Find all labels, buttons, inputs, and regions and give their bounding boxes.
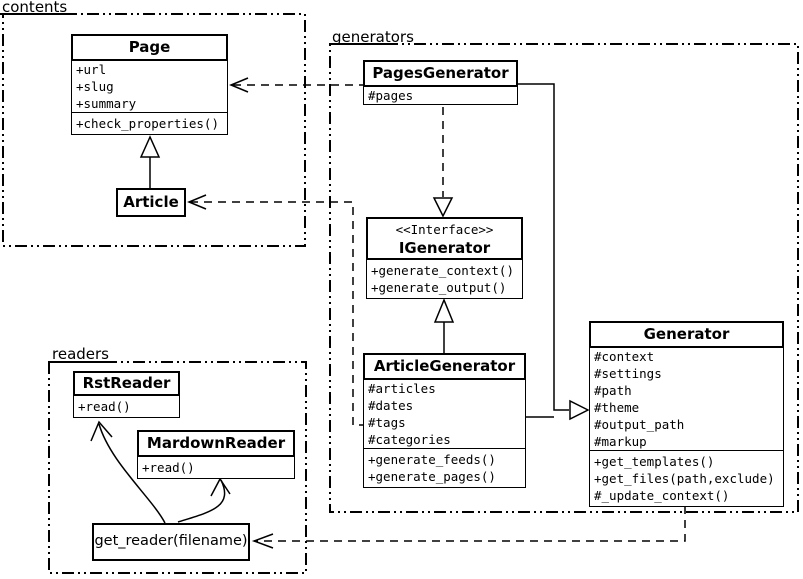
class-mardownreader-name: MardownReader	[137, 430, 295, 457]
edge-articlegenerator-depends-article	[187, 194, 363, 426]
edge-getreader-to-rstreader	[90, 420, 166, 524]
class-mardownreader: MardownReader +read()	[137, 430, 295, 479]
edge-generators-inherit-generator	[518, 83, 590, 421]
method: +get_files(path,exclude)	[594, 471, 775, 486]
method: #_update_context()	[594, 488, 730, 503]
package-label-readers: readers	[52, 345, 109, 363]
class-pagesgenerator-attributes: #pages	[363, 87, 518, 105]
class-igenerator-methods: +generate_context() +generate_output()	[366, 260, 523, 299]
edge-pagesgenerator-depends-page	[229, 77, 363, 93]
attribute: #markup	[594, 434, 647, 449]
class-igenerator-name: <<Interface>> IGenerator	[366, 217, 523, 260]
attribute: #articles	[368, 381, 436, 396]
method: +generate_pages()	[368, 469, 496, 484]
attribute: #categories	[368, 432, 451, 447]
method: +get_templates()	[594, 454, 715, 469]
method: +generate_context()	[371, 263, 514, 278]
method: +check_properties()	[76, 116, 219, 131]
node-get-reader: get_reader(filename)	[92, 523, 250, 561]
class-articlegenerator: ArticleGenerator #articles #dates #tags …	[363, 353, 526, 488]
class-generator-attributes: #context #settings #path #theme #output_…	[589, 348, 784, 451]
attribute: #settings	[594, 366, 662, 381]
class-page-methods: +check_properties()	[71, 113, 228, 135]
class-article-name: Article	[116, 188, 186, 217]
attribute: #tags	[368, 415, 406, 430]
attribute: #context	[594, 349, 655, 364]
attribute: +summary	[76, 96, 137, 111]
attribute: #theme	[594, 400, 640, 415]
class-rstreader-methods: +read()	[73, 396, 180, 418]
package-label-generators: generators	[332, 28, 414, 46]
method: +generate_output()	[371, 280, 507, 295]
class-articlegenerator-methods: +generate_feeds() +generate_pages()	[363, 449, 526, 488]
class-page: Page +url +slug +summary +check_properti…	[71, 34, 228, 135]
attribute: +slug	[76, 79, 114, 94]
class-generator-name: Generator	[589, 321, 784, 348]
package-label-contents: contents	[2, 0, 68, 16]
edge-getreader-to-mardownreader	[177, 477, 231, 523]
class-igenerator: <<Interface>> IGenerator +generate_conte…	[366, 217, 523, 299]
class-rstreader: RstReader +read()	[73, 371, 180, 418]
class-page-name: Page	[71, 34, 228, 61]
attribute: #output_path	[594, 417, 685, 432]
edge-pagesgenerator-realizes-igenerator	[432, 107, 454, 218]
class-pagesgenerator-name: PagesGenerator	[363, 60, 518, 87]
attribute: #dates	[368, 398, 414, 413]
attribute: #pages	[368, 88, 414, 103]
package-border-contents	[0, 13, 306, 247]
class-rstreader-name: RstReader	[73, 371, 180, 396]
class-page-attributes: +url +slug +summary	[71, 61, 228, 113]
attribute: #path	[594, 383, 632, 398]
class-generator: Generator #context #settings #path #them…	[589, 321, 784, 507]
edge-articlegenerator-inherits-igenerator	[433, 298, 455, 353]
method: +generate_feeds()	[368, 452, 496, 467]
method: +read()	[142, 460, 195, 475]
class-articlegenerator-attributes: #articles #dates #tags #categories	[363, 380, 526, 449]
edge-generator-depends-getreader	[251, 506, 686, 549]
class-article: Article	[116, 188, 186, 217]
class-pagesgenerator: PagesGenerator #pages	[363, 60, 518, 105]
attribute: +url	[76, 62, 107, 77]
class-articlegenerator-name: ArticleGenerator	[363, 353, 526, 380]
package-border-readers	[48, 361, 307, 574]
method: +read()	[78, 399, 131, 414]
interface-stereotype: <<Interface>>	[395, 222, 494, 237]
package-border-generators	[329, 43, 799, 513]
edge-article-inherits-page	[139, 135, 161, 188]
class-mardownreader-methods: +read()	[137, 457, 295, 479]
class-generator-methods: +get_templates() +get_files(path,exclude…	[589, 451, 784, 507]
